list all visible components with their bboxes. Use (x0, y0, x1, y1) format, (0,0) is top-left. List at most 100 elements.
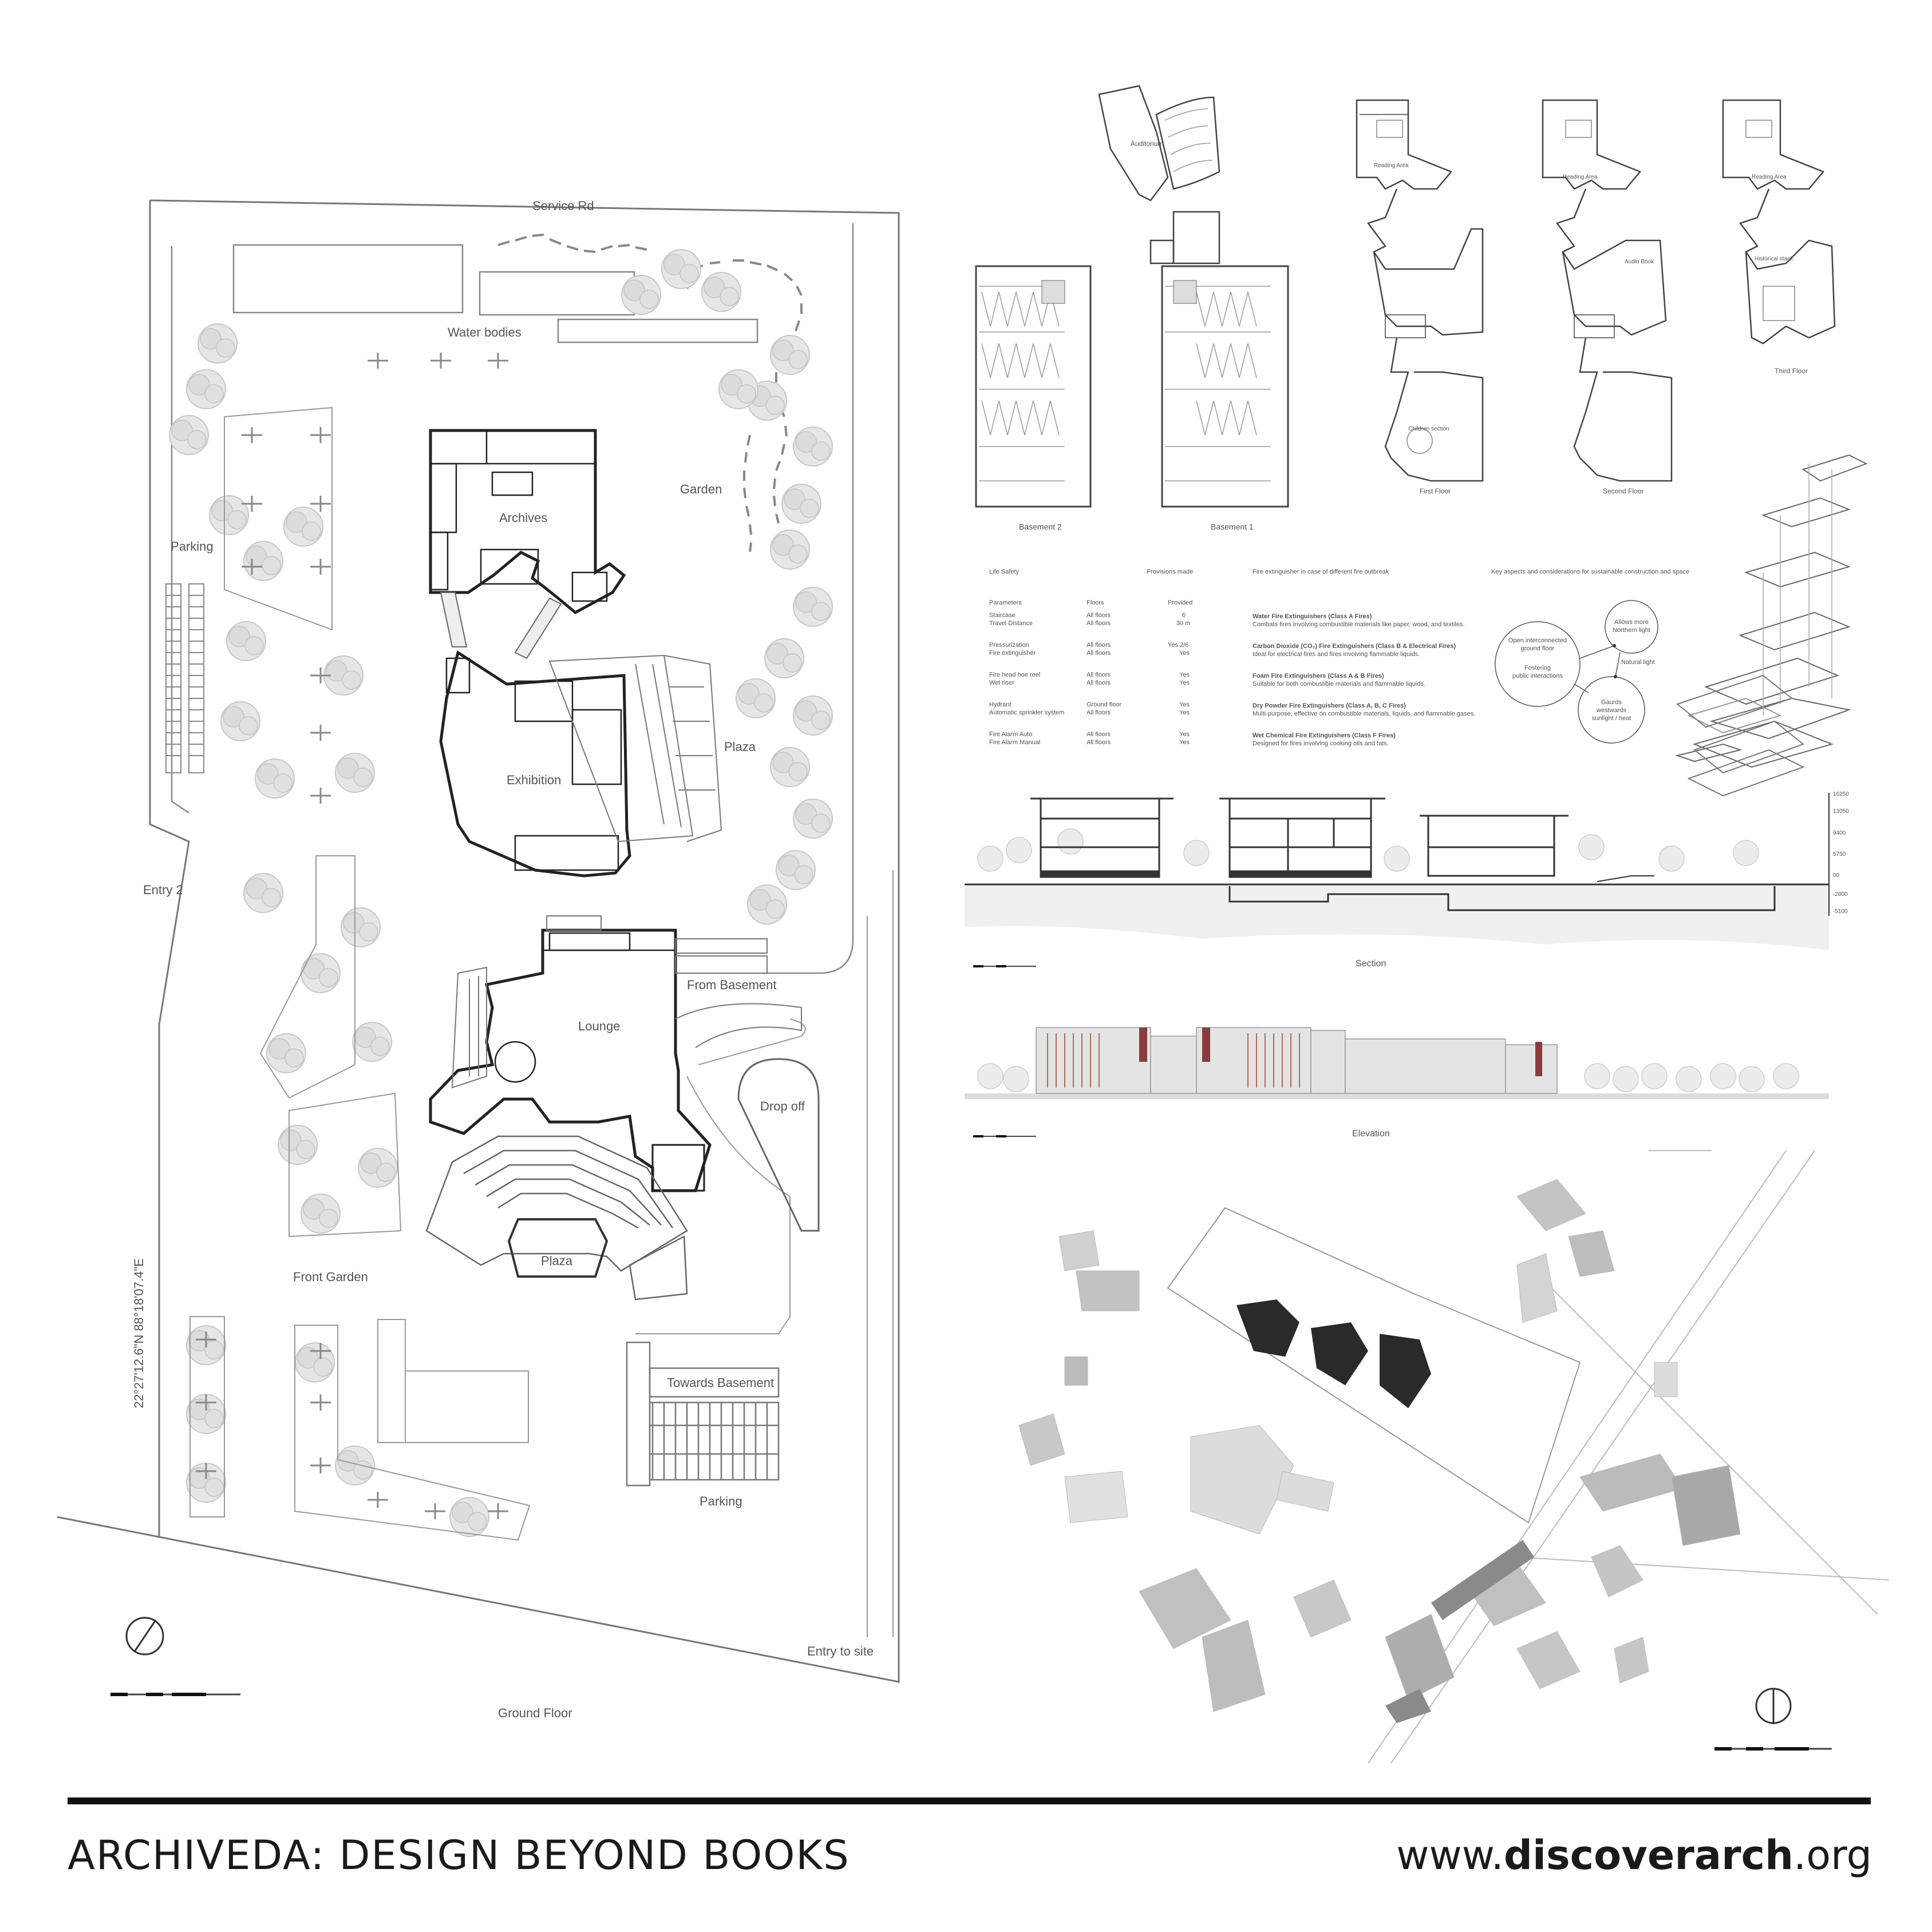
label-coordinates: 22°27'12.6"N 88°18'07.4"E (132, 1258, 146, 1408)
row-floors: All floors (1086, 671, 1111, 678)
row-param: Travel Distance (989, 620, 1033, 627)
row-value: Yes (1179, 679, 1190, 686)
building-elevation: Elevation (965, 1027, 1829, 1139)
bubble-text: Gaurds (1601, 699, 1622, 706)
footer-title: ARCHIVEDA: DESIGN BEYOND BOOKS (68, 1832, 850, 1879)
project-building (1236, 1299, 1299, 1357)
second-floor-label: Second Floor (1603, 487, 1643, 495)
row-floors: All floors (1086, 739, 1111, 746)
extinguisher-desc: Suitable for both combustible materials … (1253, 681, 1425, 688)
reading-area-label: Reading Area (1374, 163, 1409, 169)
url-brand: discoverarch (1503, 1832, 1793, 1879)
extinguisher-title: Wet Chemical Fire Extinguishers (Class F… (1253, 732, 1396, 739)
basement-parking (626, 1341, 780, 1487)
sustainability-diagram: Key aspects and considerations for susta… (1491, 568, 1689, 744)
row-floors: All floors (1086, 731, 1111, 738)
row-param: Fire Alarm Manual (989, 739, 1040, 746)
row-param: Fire head hoe reel (989, 671, 1040, 678)
label-drop-off: Drop off (760, 1099, 805, 1113)
sustainability-heading: Key aspects and considerations for susta… (1491, 568, 1689, 575)
label-garden: Garden (680, 482, 722, 496)
third-floor-plan: Reading Area Historical stack Third Floo… (1722, 99, 1836, 375)
level-mark: 00 (1833, 872, 1840, 879)
label-from-basement: From Basement (687, 978, 777, 992)
site-boundary (57, 199, 900, 1683)
label-entry-to-site: Entry to site (807, 1644, 874, 1658)
basement-1-plan: Basement 1 (1161, 265, 1289, 531)
basement-2-plan: Basement 2 (975, 265, 1092, 531)
life-safety-table: Life Safety Provisions made Parameters F… (989, 568, 1193, 746)
row-floors: All floors (1086, 620, 1111, 627)
exhibition-canopy (548, 654, 722, 843)
bubble-text: Allows more (1614, 619, 1649, 626)
label-parking: Parking (171, 539, 214, 554)
extinguisher-title: Foam Fire Extinguishers (Class A & B Fir… (1253, 673, 1384, 679)
label-exhibition: Exhibition (507, 773, 561, 787)
row-floors: Ground floor (1086, 701, 1121, 708)
provisions-heading: Provisions made (1147, 568, 1193, 575)
reading-area-label-3: Reading Area (1752, 174, 1787, 180)
extinguisher-heading: Fire extinguisher in case of different f… (1253, 568, 1389, 575)
footer-rule (68, 1797, 1871, 1804)
extinguisher-desc: Designed for fires involving cooking oil… (1253, 740, 1389, 747)
row-param: Automatic sprinkler system (989, 709, 1064, 716)
col-floors: Floors (1086, 599, 1104, 606)
row-value: 30 m (1176, 620, 1190, 627)
row-param: Hydrant (989, 701, 1012, 708)
site-plan: Service Rd Water bodies Garden Parking A… (57, 199, 900, 1720)
label-plaza: Plaza (724, 740, 756, 754)
bubble-text: sunlight / heat (1592, 715, 1631, 722)
row-param: Staircase (989, 612, 1016, 619)
section-title: Section (1356, 959, 1386, 969)
row-value: Yes (1179, 671, 1190, 678)
row-value: Yes (1179, 650, 1190, 657)
auditorium-plan: Auditorium (1098, 85, 1220, 264)
water-body (479, 271, 635, 316)
building-section: 16250 13050 9400 5750 00 -2800 -5100 Sec… (965, 791, 1849, 969)
col-provided: Provided (1168, 599, 1192, 606)
elevation-title: Elevation (1352, 1129, 1390, 1139)
row-param: Fire Alarm Auto (989, 731, 1032, 738)
row-value: Yes (1179, 731, 1190, 738)
label-archives: Archives (499, 511, 547, 525)
row-value: 6 (1182, 612, 1186, 619)
scale-bar (110, 1693, 240, 1696)
basement-2-label: Basement 2 (1019, 522, 1062, 531)
row-value: Yes (1179, 701, 1190, 708)
level-mark: -5100 (1833, 908, 1848, 915)
row-floors: All floors (1086, 650, 1111, 657)
label-entry-2: Entry 2 (143, 883, 183, 897)
scale-bar (973, 965, 1036, 967)
second-floor-plan: Reading Area Audio Book Second Floor (1542, 99, 1673, 495)
level-mark: 16250 (1833, 791, 1849, 797)
north-arrow-icon (125, 1617, 164, 1656)
exhibition-building (439, 650, 631, 878)
row-floors: All floors (1086, 709, 1111, 716)
amphitheater (425, 1135, 688, 1301)
trees-left (169, 323, 489, 1537)
label-service-rd: Service Rd (532, 199, 594, 213)
footer-url[interactable]: www.discoverarch.org (1396, 1832, 1872, 1879)
third-floor-label: Third Floor (1775, 367, 1808, 375)
bubble-text: public interactions (1512, 673, 1563, 679)
bubble-text: Open interconnected (1508, 637, 1567, 644)
first-floor-label: First Floor (1420, 487, 1451, 495)
trees-garden (621, 249, 833, 924)
row-param: Fire extinguisher (989, 650, 1036, 657)
extinguisher-title: Dry Powder Fire Extinguishers (Class A, … (1253, 702, 1406, 709)
label-water-bodies: Water bodies (448, 325, 521, 339)
level-mark: 13050 (1833, 808, 1849, 815)
url-prefix: www. (1396, 1832, 1504, 1879)
level-mark: 9400 (1833, 830, 1846, 836)
col-parameters: Parameters (989, 599, 1022, 606)
audio-book-label: Audio Book (1625, 259, 1654, 265)
scale-bar (1714, 1747, 1832, 1751)
exploded-axonometric (1675, 454, 1868, 768)
bubble-text: Natural light (1621, 659, 1655, 666)
row-param: Wet riser (989, 679, 1014, 686)
label-towards-basement: Towards Basement (667, 1376, 774, 1390)
first-floor-plan: Reading Area Children section First Floo… (1356, 99, 1484, 495)
project-building (1311, 1322, 1368, 1385)
extinguisher-list: Fire extinguisher in case of different f… (1253, 568, 1475, 747)
